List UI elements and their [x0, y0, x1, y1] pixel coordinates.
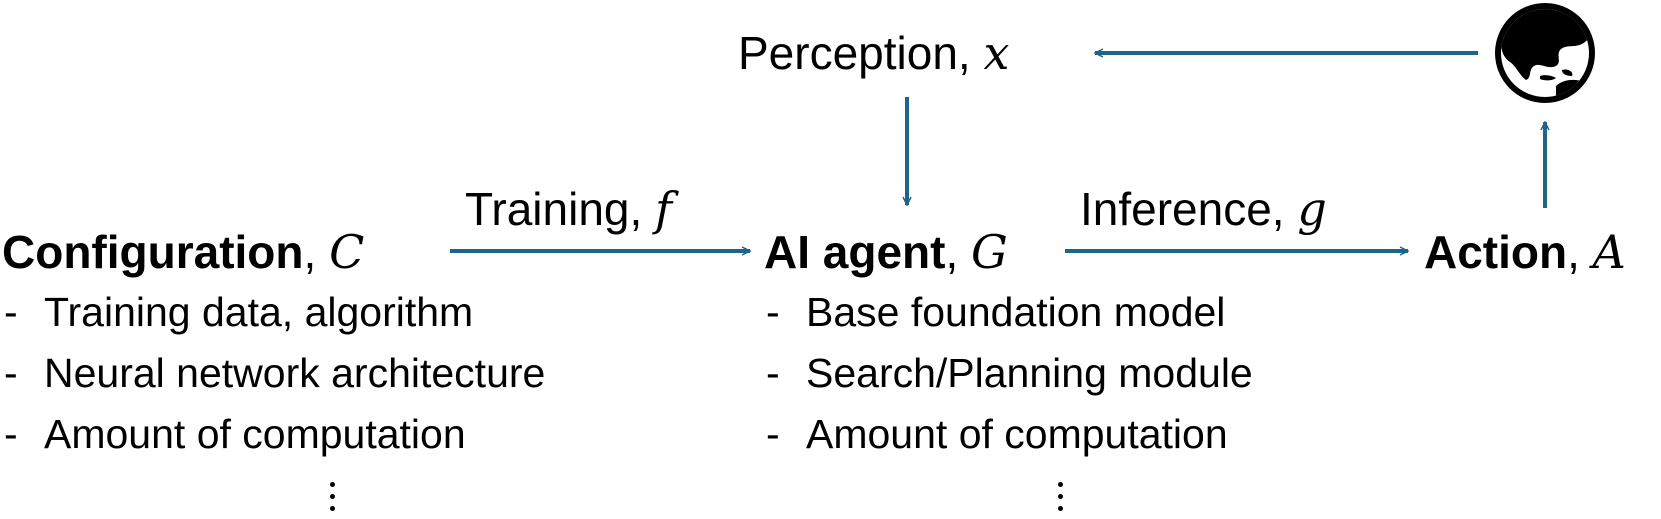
list-item-text: Amount of computation [44, 411, 466, 457]
list-item-text: Base foundation model [806, 289, 1226, 335]
list-marker: - [766, 289, 780, 335]
configuration-list: - Training data, algorithm - Neural netw… [4, 292, 545, 475]
perception-label: Perception, x [738, 30, 1009, 76]
action-title: Action [1424, 226, 1568, 278]
list-item-text: Search/Planning module [806, 350, 1253, 396]
list-item: - Base foundation model [766, 292, 1253, 353]
list-item: - Amount of computation [766, 414, 1253, 475]
training-variable: f [655, 182, 673, 236]
configuration-node-title: Configuration, C [2, 225, 365, 279]
list-marker: - [766, 411, 780, 457]
list-marker: - [4, 411, 18, 457]
list-item: - Search/Planning module [766, 353, 1253, 414]
configuration-title: Configuration [2, 226, 304, 278]
perception-text: Perception, [738, 27, 971, 79]
more-items-ellipsis [330, 482, 336, 518]
globe-icon [1495, 3, 1595, 103]
more-items-ellipsis [1058, 482, 1064, 518]
list-marker: - [4, 289, 18, 335]
list-item-text: Training data, algorithm [44, 289, 474, 335]
list-item: - Training data, algorithm [4, 292, 545, 353]
training-label: Training, f [465, 186, 672, 232]
agent-variable: G [971, 225, 1008, 279]
perception-variable: x [983, 26, 1010, 80]
list-marker: - [766, 350, 780, 396]
agent-node-title: AI agent, G [764, 225, 1008, 279]
list-item-text: Neural network architecture [44, 350, 546, 396]
list-item: - Neural network architecture [4, 353, 545, 414]
inference-label: Inference, g [1080, 186, 1327, 232]
action-variable: A [1592, 225, 1626, 279]
configuration-variable: C [329, 225, 365, 279]
agent-title: AI agent [764, 226, 946, 278]
list-item-text: Amount of computation [806, 411, 1228, 457]
action-node-title: Action, A [1424, 225, 1626, 279]
inference-variable: g [1297, 182, 1327, 236]
agent-list: - Base foundation model - Search/Plannin… [766, 292, 1253, 475]
list-marker: - [4, 350, 18, 396]
inference-text: Inference, [1080, 183, 1285, 235]
list-item: - Amount of computation [4, 414, 545, 475]
training-text: Training, [465, 183, 643, 235]
